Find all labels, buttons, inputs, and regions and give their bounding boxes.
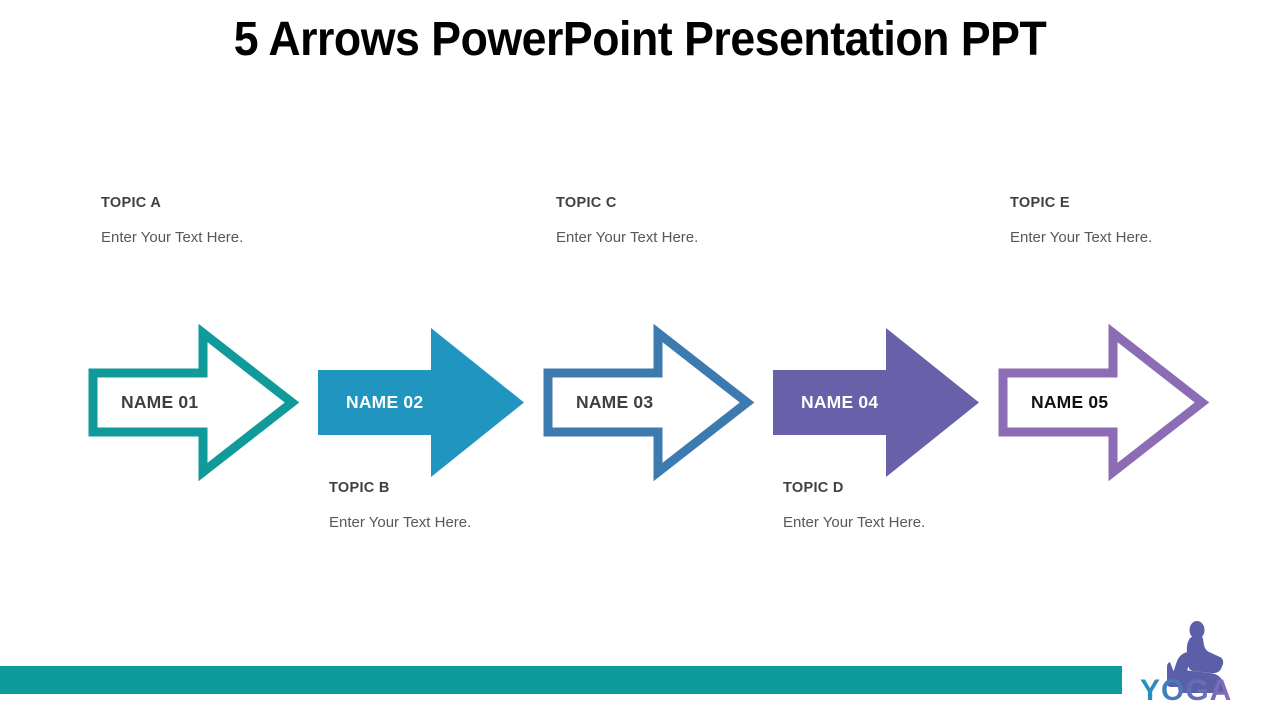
arrow-item-3[interactable]: NAME 03: [540, 320, 755, 485]
topic-d-body: Enter Your Text Here.: [783, 514, 926, 531]
topic-block-e: TOPIC E Enter Your Text Here.: [1010, 195, 1152, 246]
arrow-item-2[interactable]: NAME 02: [313, 320, 528, 485]
arrow-shape-1-icon: [88, 323, 300, 482]
arrow-shape-3-icon: [543, 323, 755, 482]
arrow-shape-2-icon: [318, 328, 524, 477]
arrow-item-5[interactable]: NAME 05: [995, 320, 1210, 485]
page-title: 5 Arrows PowerPoint Presentation PPT: [233, 13, 1047, 66]
topic-block-c: TOPIC C Enter Your Text Here.: [556, 195, 698, 246]
topic-a-title: TOPIC A: [101, 195, 162, 211]
topic-block-d: TOPIC D Enter Your Text Here.: [783, 480, 925, 531]
arrow-shape-5-icon: [998, 323, 1210, 482]
arrow-shape-4-icon: [773, 328, 979, 477]
topic-d-title: TOPIC D: [783, 480, 844, 496]
topic-c-body: Enter Your Text Here.: [556, 229, 699, 246]
arrow-item-1[interactable]: NAME 01: [85, 320, 300, 485]
arrow-sequence: NAME 01 NAME 02 NAME 03: [0, 320, 1280, 485]
yoga-logo: YOGA: [1140, 618, 1260, 706]
topic-block-b: TOPIC B Enter Your Text Here.: [329, 480, 471, 531]
topic-e-body: Enter Your Text Here.: [1010, 229, 1153, 246]
topic-b-body: Enter Your Text Here.: [329, 514, 472, 531]
topic-block-a: TOPIC A Enter Your Text Here.: [101, 195, 243, 246]
footer-accent-bar: [0, 666, 1122, 694]
topic-e-title: TOPIC E: [1010, 195, 1070, 211]
topic-a-body: Enter Your Text Here.: [101, 229, 244, 246]
topic-c-title: TOPIC C: [556, 195, 617, 211]
yoga-logo-icon: YOGA: [1140, 621, 1232, 706]
yoga-logo-text: YOGA: [1140, 674, 1232, 706]
arrow-item-4[interactable]: NAME 04: [768, 320, 983, 485]
topic-b-title: TOPIC B: [329, 480, 390, 496]
